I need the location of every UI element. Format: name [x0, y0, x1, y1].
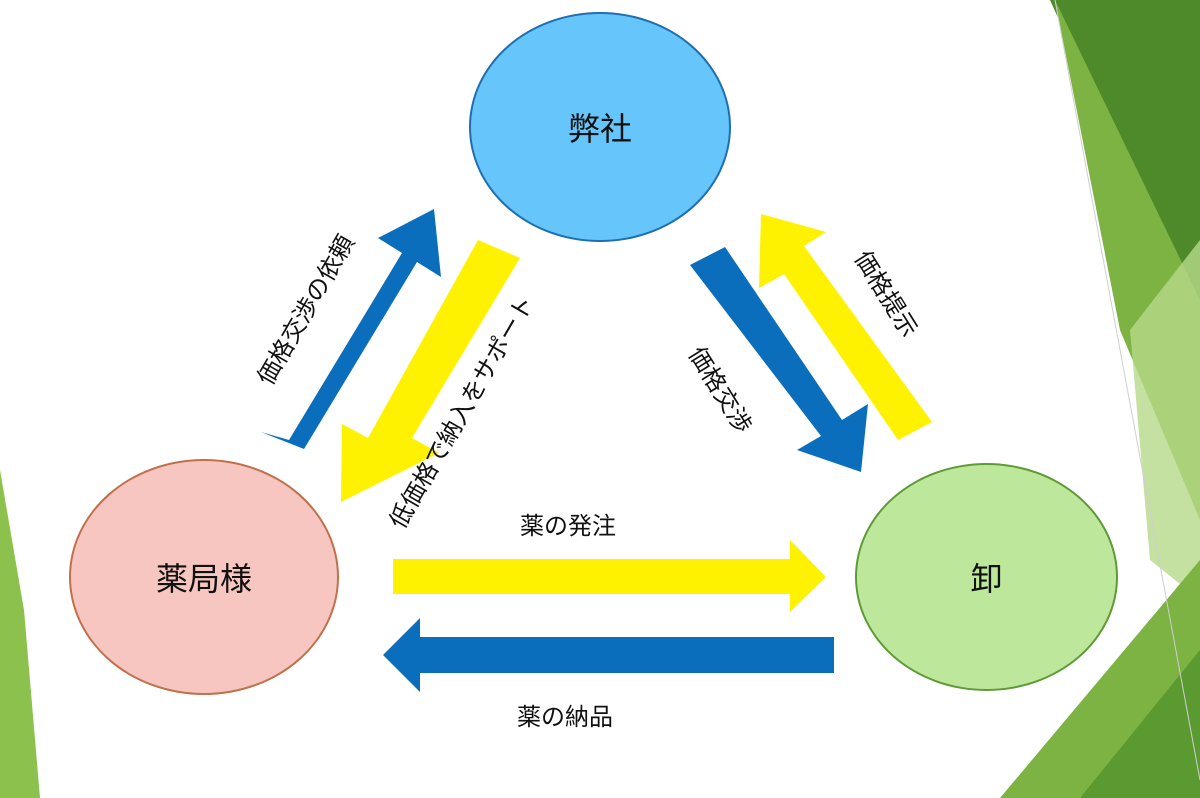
node-pharmacy: 薬局様 [69, 459, 339, 695]
arrow-price-negotiation-request [261, 209, 441, 449]
label-drug-order: 薬の発注 [520, 512, 616, 540]
arrow-drug-delivery [383, 618, 834, 692]
node-company: 弊社 [469, 12, 731, 242]
arrow-price-negotiation [690, 247, 868, 472]
green-facet-right-light [1130, 240, 1200, 600]
node-wholesaler-label: 卸 [970, 560, 1003, 598]
arrow-low-price-support [341, 240, 520, 502]
label-drug-delivery: 薬の納品 [517, 703, 613, 731]
green-facet-bottom-right-dark [1080, 650, 1200, 798]
node-wholesaler: 卸 [855, 463, 1118, 691]
facet-line [1054, 0, 1200, 781]
node-pharmacy-label: 薬局様 [155, 560, 252, 598]
node-company-label: 弊社 [567, 110, 632, 148]
arrow-price-offer [759, 214, 932, 440]
green-facet-left [0, 470, 40, 798]
arrow-drug-order [393, 540, 826, 612]
